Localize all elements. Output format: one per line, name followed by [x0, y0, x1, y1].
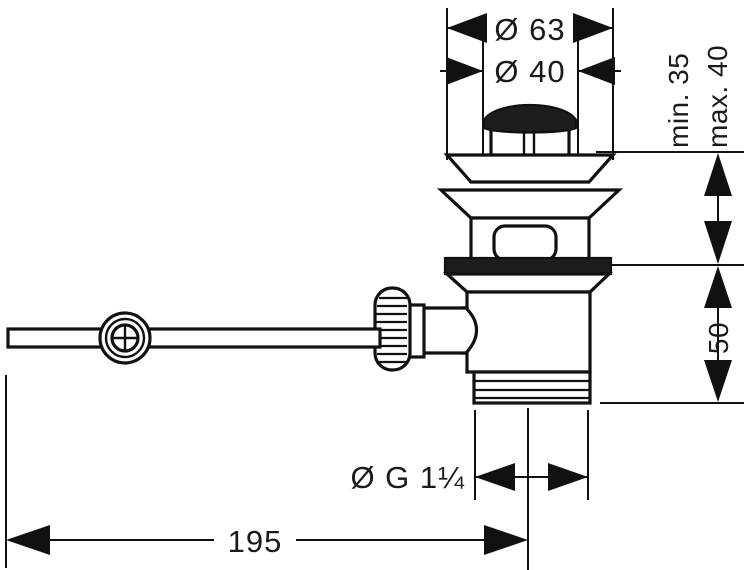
- dimension-height-max-40: max. 40: [702, 45, 733, 148]
- arrow-down-upper: [704, 221, 732, 264]
- gasket-ring: [443, 256, 613, 276]
- dimension-label-max-40: max. 40: [702, 45, 733, 148]
- dimension-diameter-40: Ø 40: [440, 40, 621, 160]
- dimension-label-thread: Ø G 1¼: [350, 460, 465, 495]
- dimension-vertical-50: 50: [703, 266, 734, 402]
- arrow-thread-right: [548, 463, 588, 491]
- dimension-height-min-35: min. 35: [663, 53, 694, 148]
- dimension-label-min-35: min. 35: [663, 53, 694, 148]
- arrow-left-63: [447, 13, 487, 43]
- part-pivot-screw: [98, 311, 152, 365]
- arrow-down-50: [704, 360, 732, 402]
- upper-flange-cone: [443, 153, 617, 184]
- lower-flange-cone: [436, 188, 624, 220]
- rod-housing-spigot: [418, 306, 479, 355]
- dimension-label-195: 195: [228, 524, 283, 559]
- pivot-inner-ring: [110, 323, 140, 353]
- dimension-diameter-63: Ø 63: [446, 8, 614, 160]
- arrow-195-right: [484, 525, 528, 555]
- part-push-cap: [482, 104, 578, 155]
- part-threaded-shank: [472, 370, 592, 405]
- dimension-vertical-upper: [704, 153, 732, 264]
- part-upper-flange: [443, 153, 617, 184]
- lower-body-barrel: [460, 290, 592, 374]
- dimension-length-195: 195: [5, 375, 528, 568]
- part-gasket: [443, 256, 613, 276]
- arrow-up-50: [704, 266, 732, 308]
- arrow-left-40: [446, 57, 483, 85]
- arrow-thread-left: [475, 463, 515, 491]
- push-cap-dome: [482, 104, 578, 134]
- body-taper-cone: [442, 272, 614, 294]
- part-knurled-nut: [373, 286, 412, 372]
- part-lower-flange: [436, 188, 624, 220]
- arrow-right-63: [573, 13, 613, 43]
- dimension-label-50: 50: [703, 322, 734, 354]
- arrow-195-left: [6, 525, 50, 555]
- part-pull-rod: [6, 327, 382, 349]
- arrow-up-upper: [704, 153, 732, 196]
- dimension-label-diameter-63: Ø 63: [494, 12, 565, 47]
- arrow-right-40: [578, 57, 615, 85]
- pivot-mid-ring: [104, 317, 146, 359]
- part-body-taper: [442, 272, 614, 294]
- part-lower-body: [460, 290, 592, 374]
- dimension-label-diameter-40: Ø 40: [494, 54, 565, 89]
- part-rod-housing: [406, 303, 479, 359]
- dimension-thread-g114: Ø G 1¼: [350, 408, 589, 570]
- pull-rod-shaft: [6, 327, 382, 349]
